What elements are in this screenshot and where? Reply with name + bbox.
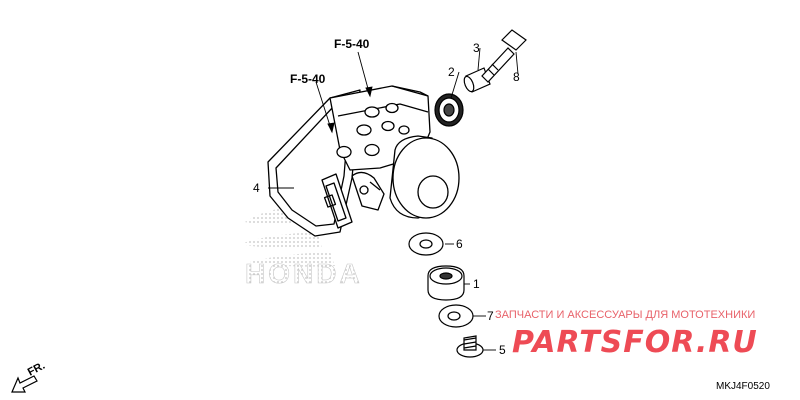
part-8-bolt [481,29,527,83]
callout-3: 3 [473,41,480,55]
front-direction-arrow-icon [11,375,38,393]
part-6-washer [408,232,444,256]
callout-5: 5 [499,343,506,357]
direction-label: FR. [26,360,47,379]
callout-6: 6 [456,237,463,251]
drawing-code: MKJ4F0520 [716,381,770,392]
callout-8: 8 [513,70,520,84]
part-1-rubber-mount [427,265,465,301]
honda-wing-logo-watermark: HONDA [240,205,363,289]
reference-label-f-5-40-lower: F-5-40 [290,72,326,86]
abs-modulator-unit [267,85,460,237]
watermark-tagline: ЗАПЧАСТИ И АКСЕССУАРЫ ДЛЯ МОТОТЕХНИКИ [495,309,755,321]
part-5-bolt [456,335,484,358]
callout-7: 7 [487,309,494,323]
part-7-washer [438,304,474,328]
watermark-site: PARTSFOR.RU [512,325,758,360]
part-2-grommet [434,93,464,127]
svg-text:HONDA: HONDA [245,258,363,289]
callout-1: 1 [473,277,480,291]
callout-4: 4 [253,181,260,195]
leader-lines [268,47,519,351]
reference-label-f-5-40-upper: F-5-40 [334,37,370,51]
callout-2: 2 [448,65,455,79]
